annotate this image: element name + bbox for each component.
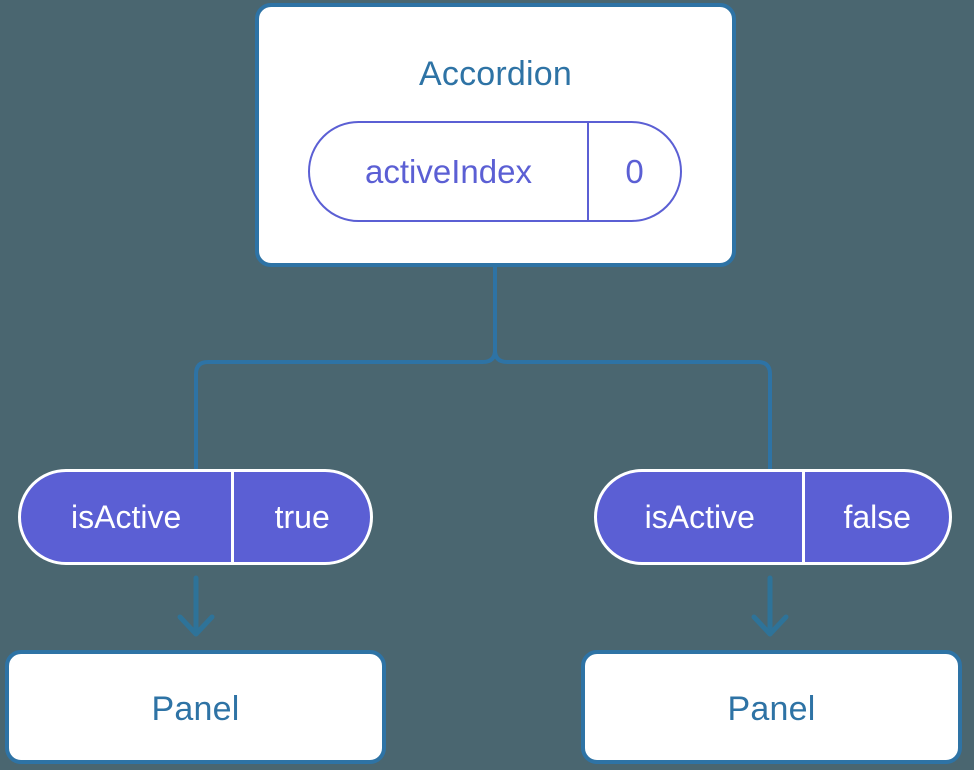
arrow-down-icon-left [177,575,215,637]
accordion-state-key: activeIndex [365,152,532,190]
left-panel-title: Panel [151,690,240,728]
right-branch-state-key: isActive [644,498,755,535]
left-branch-state-value: true [231,472,370,562]
right-branch-state-pill[interactable]: isActive false [594,469,952,565]
accordion-state-value: 0 [586,123,680,220]
right-branch-state-value: false [802,472,949,562]
right-panel-component-card[interactable]: Panel [581,650,962,764]
left-branch-state-key: isActive [71,498,182,535]
arrow-down-icon-right [751,575,789,637]
accordion-title: Accordion [419,55,572,93]
tree-branch-connector-right [493,264,772,472]
accordion-state-pill[interactable]: activeIndex 0 [308,121,682,222]
accordion-component-card[interactable]: Accordion activeIndex 0 [255,3,736,267]
left-panel-component-card[interactable]: Panel [5,650,386,764]
right-panel-title: Panel [727,690,816,728]
tree-branch-connector [194,264,497,472]
left-branch-state-pill[interactable]: isActive true [18,469,373,565]
